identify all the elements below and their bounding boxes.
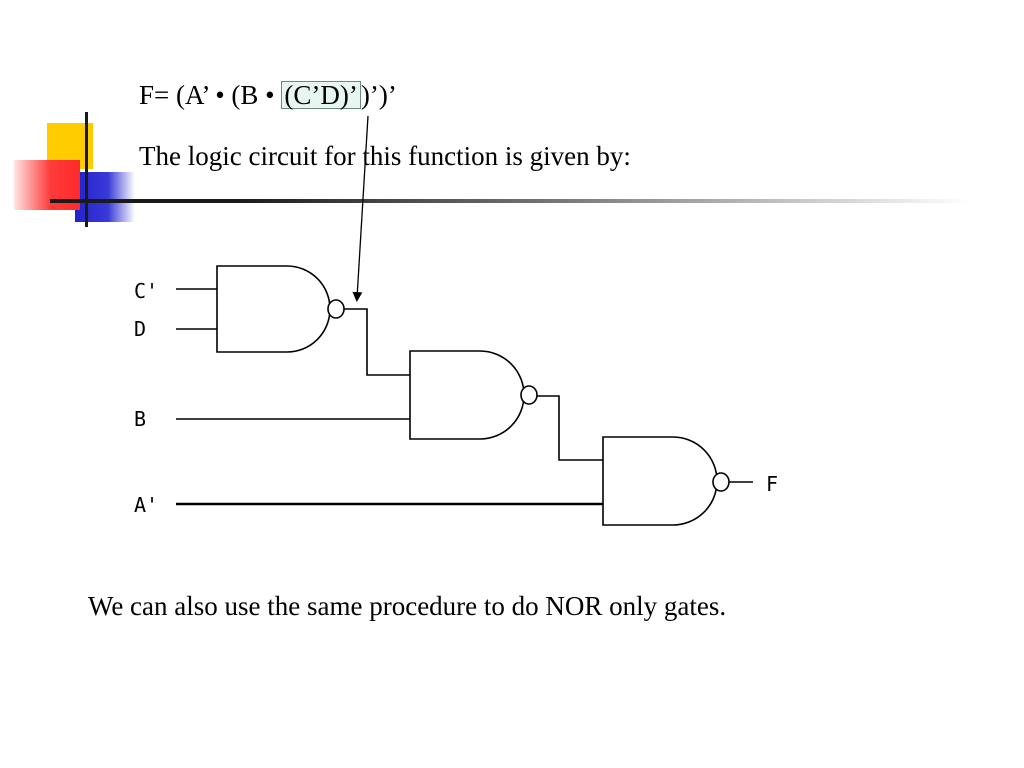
title-underline-rule (50, 199, 970, 203)
formula-highlight: (C’D)’ (281, 81, 361, 109)
intro-text: The logic circuit for this function is g… (139, 141, 631, 171)
nand-gate-3 (602, 436, 730, 526)
callout-arrow (352, 115, 369, 302)
formula-suffix: )’)’ (360, 80, 397, 110)
closing-text: We can also use the same procedure to do… (88, 591, 727, 621)
formula-line: F= (A’ • (B • (C’D)’)’)’ (139, 80, 397, 111)
input-label-b: B (134, 407, 146, 431)
nand-gate-2 (409, 350, 538, 440)
circuit-wires (176, 288, 753, 506)
output-label-f: F (766, 472, 778, 496)
input-label-d: D (134, 317, 146, 341)
inversion-bubble-1 (327, 299, 345, 319)
decorative-corner-graphic (0, 0, 1024, 240)
inversion-bubble-3 (712, 472, 730, 492)
vertical-rule (85, 112, 88, 227)
formula-prefix: F= (A’ • (B • (139, 80, 282, 110)
input-label-c-prime: C' (134, 279, 158, 303)
input-label-a-prime: A' (134, 493, 158, 517)
inversion-bubble-2 (520, 385, 538, 405)
nand-gate-1 (216, 265, 345, 353)
